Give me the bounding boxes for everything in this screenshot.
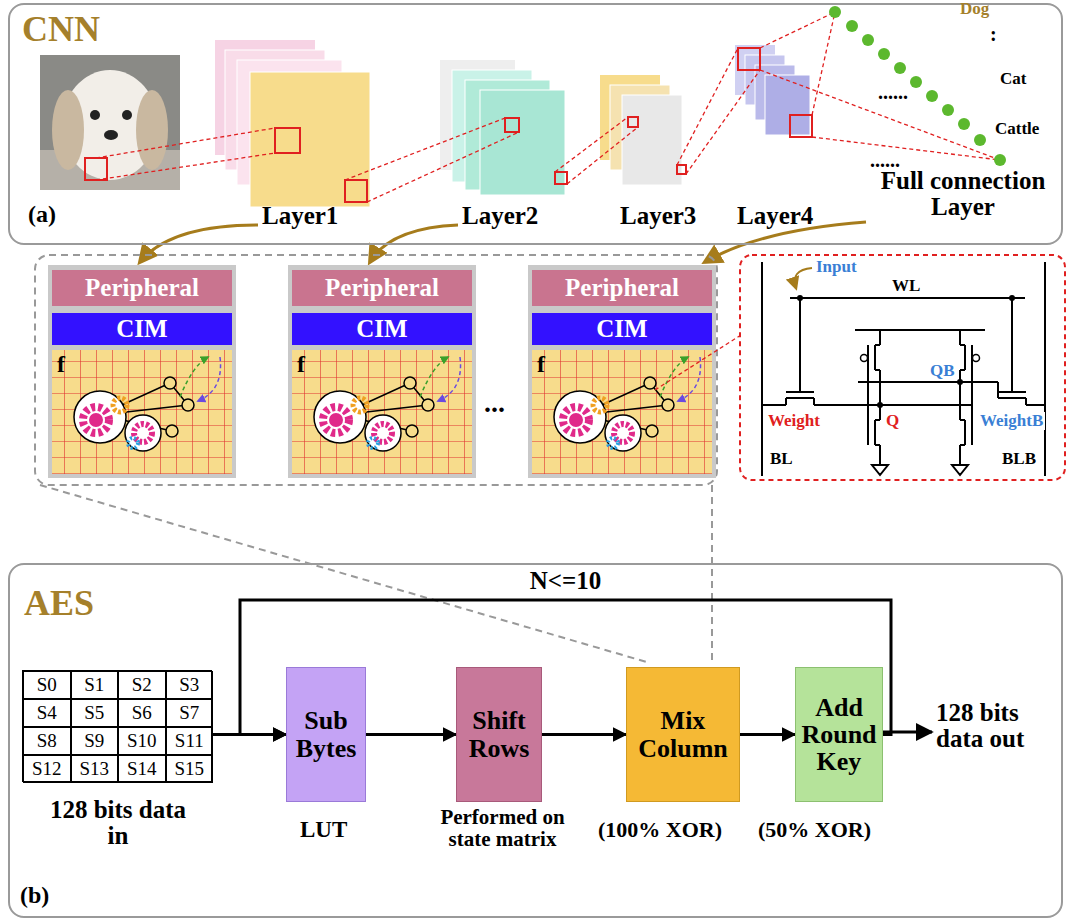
layer-label: Layer1 (262, 203, 338, 229)
box-text: CIM (116, 316, 167, 342)
function-label: f (57, 352, 65, 377)
function-label: f (297, 352, 305, 377)
cim-bar: CIM (52, 313, 232, 345)
peripheral-bar: Peripheral (532, 270, 712, 306)
matrix-cell: S7 (166, 699, 214, 727)
cim-bar: CIM (532, 313, 712, 345)
output-label: 128 bits data out (936, 700, 1064, 753)
note: (50% XOR) (758, 818, 871, 841)
function-label: f (537, 352, 545, 377)
matrix-cell: S4 (23, 699, 71, 727)
box-text: Peripheral (565, 275, 679, 301)
box-text: CIM (356, 316, 407, 342)
dog-photo (40, 55, 180, 190)
matrix-caption: 128 bits data in (48, 797, 188, 850)
receptive-lines (96, 12, 1000, 202)
peripheral-bar: Peripheral (52, 270, 232, 306)
class-label: Cattle (995, 120, 1039, 138)
matrix-cell: S6 (118, 699, 166, 727)
class-label: Dog (960, 0, 989, 18)
box-text: CIM (596, 316, 647, 342)
class-label: Cat (1000, 70, 1026, 88)
panel-title: CNN (22, 11, 100, 49)
peripheral-bar: Peripheral (292, 270, 472, 306)
signal-name: BL (768, 450, 795, 468)
note: LUT (300, 818, 347, 842)
layer-label: Full connection Layer (868, 168, 1058, 221)
note: (100% XOR) (598, 818, 722, 841)
matrix-cell: S10 (118, 727, 166, 755)
signal-name: QB (928, 362, 957, 380)
process-box: Add Round Key (795, 667, 883, 802)
matrix-cell: S15 (166, 755, 214, 783)
input-arrow (795, 268, 812, 288)
layer-label: Layer2 (462, 203, 538, 229)
flow-arrow (366, 733, 456, 736)
matrix-cell: S13 (71, 755, 119, 783)
sram-cell (762, 262, 1045, 476)
flow-arrow (740, 733, 795, 736)
matrix-cell: S11 (166, 727, 214, 755)
aes-panel: AES(b)S0S1S2S3S4S5S6S7S8S9S10S11S12S13S1… (8, 563, 1063, 918)
signal-name: Q (884, 412, 901, 430)
note: Performed on state matrix (425, 806, 580, 850)
signal-name: Weight (766, 412, 822, 430)
output-neurons (829, 6, 1006, 166)
sram-callout (740, 255, 1065, 480)
box-text: Shift Rows (461, 707, 537, 762)
ellipsis: ...... (870, 150, 900, 171)
cim-bar: CIM (292, 313, 472, 345)
cim-group (35, 255, 717, 485)
matrix-cell: S2 (118, 671, 166, 699)
junction-dots (797, 295, 1015, 408)
panel-tag: (a) (28, 202, 56, 227)
layer-label: Layer4 (737, 203, 813, 229)
box-text: Peripheral (325, 275, 439, 301)
layer-label: Layer3 (620, 203, 696, 229)
matrix-cell: S0 (23, 671, 71, 699)
matrix-cell: S1 (71, 671, 119, 699)
process-box: Sub Bytes (286, 667, 366, 802)
matrix-cell: S12 (23, 755, 71, 783)
ellipsis: : (990, 24, 997, 45)
feature-maps (215, 40, 812, 207)
box-text: Mix Column (631, 707, 735, 762)
matrix-cell: S9 (71, 727, 119, 755)
signal-name: BLB (1000, 450, 1038, 468)
cim-tile (288, 265, 476, 478)
process-box: Mix Column (626, 667, 740, 802)
matrix-cell: S8 (23, 727, 71, 755)
ellipsis: ...... (878, 82, 908, 103)
matrix-cell: S3 (166, 671, 214, 699)
process-box: Shift Rows (456, 667, 542, 802)
cim-tile (48, 265, 236, 478)
edge-label: N<=10 (527, 568, 605, 594)
box-text: Peripheral (85, 275, 199, 301)
state-matrix: S0S1S2S3S4S5S6S7S8S9S10S11S12S13S14S1512… (22, 670, 212, 782)
box-text: Sub Bytes (291, 707, 361, 762)
matrix-cell: S5 (71, 699, 119, 727)
flow-arrow (542, 733, 626, 736)
panel-title: AES (24, 585, 94, 623)
signal-name: WeightB (978, 412, 1045, 430)
zoom-lines (40, 485, 712, 663)
ellipsis: ... (484, 388, 505, 417)
matrix-cell: S14 (118, 755, 166, 783)
panel-tag: (b) (20, 883, 49, 908)
signal-name: Input (814, 258, 859, 276)
signal-name: WL (890, 277, 922, 295)
cim-tile (528, 265, 716, 478)
box-text: Add Round Key (800, 694, 878, 776)
pmos-bubbles (861, 355, 980, 362)
